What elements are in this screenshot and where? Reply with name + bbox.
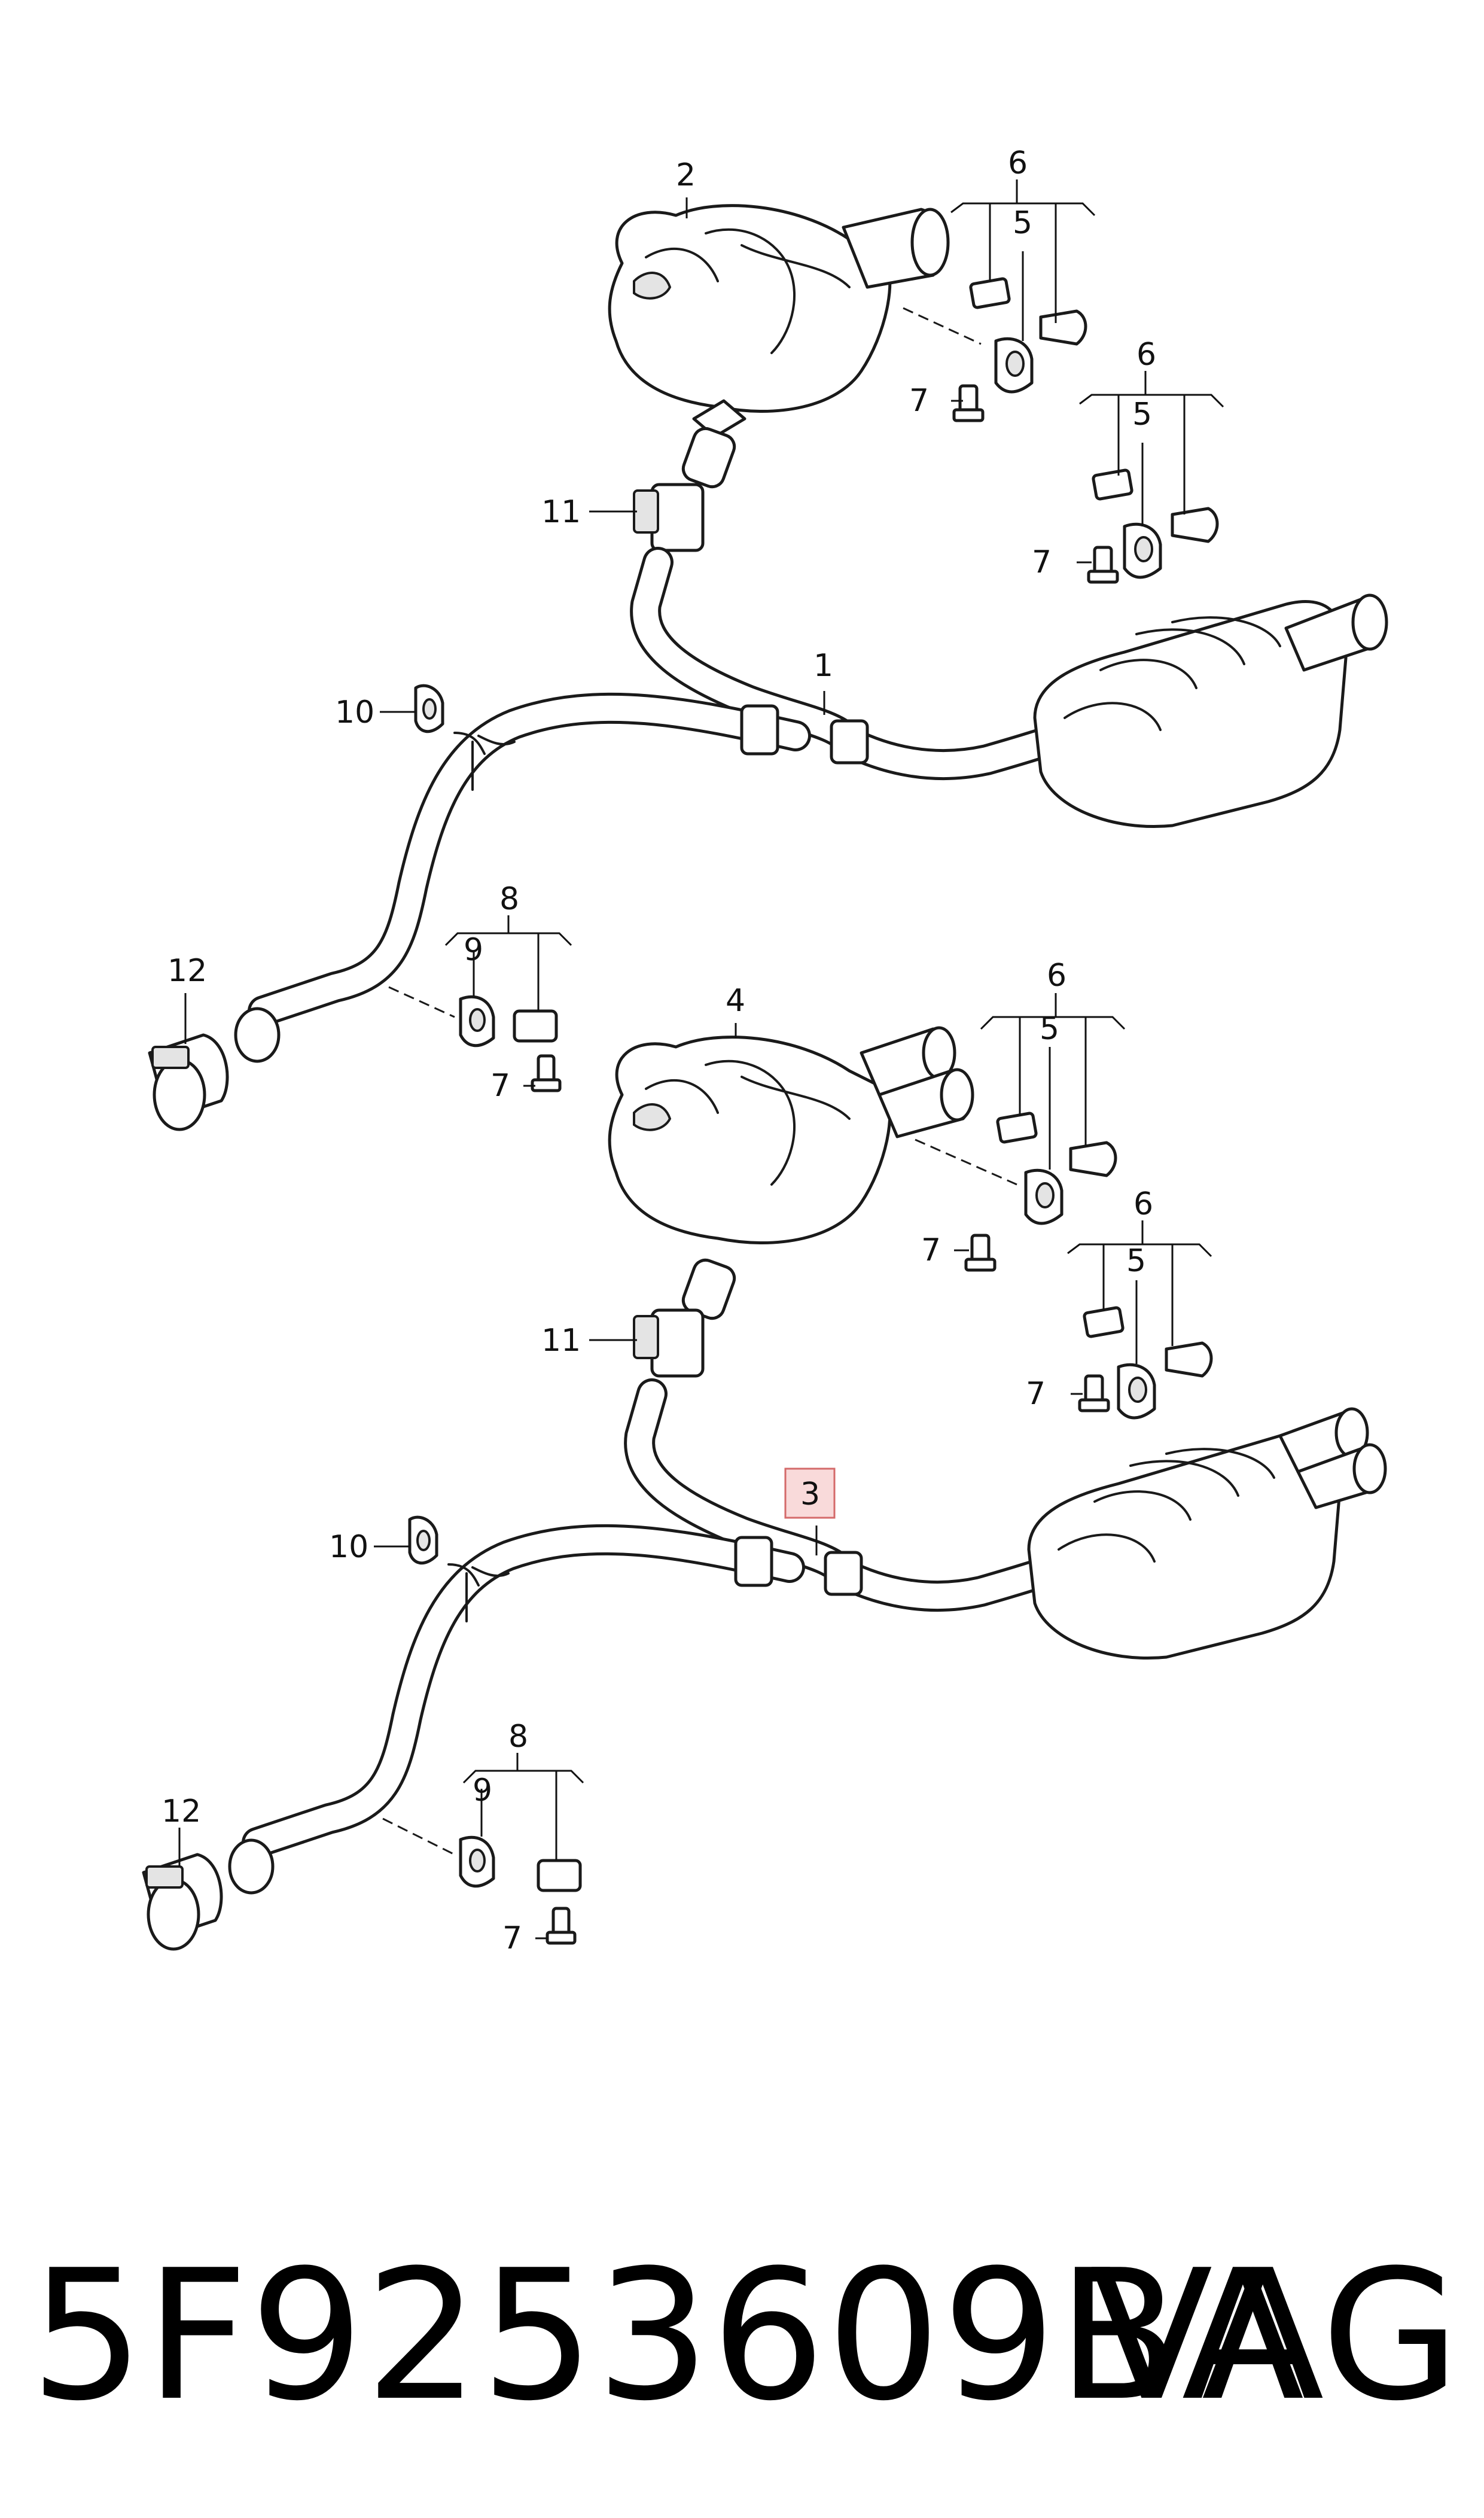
- front-muffler-lower: [608, 1026, 974, 1320]
- footer: 5F9253609BA VAG: [0, 2231, 1484, 2459]
- clamp-lower: [633, 1308, 705, 1378]
- part-number: 5F9253609BA: [30, 2231, 1306, 2440]
- callout-6-lower-a: 6: [1047, 958, 1066, 994]
- callout-5-lower-a: 5: [1040, 1011, 1059, 1047]
- exhaust-pipe-upper: [234, 547, 1080, 1063]
- callout-7-lower-a: 7: [921, 1232, 941, 1268]
- hanger-set-lower-c: [382, 1817, 582, 1945]
- callout-9-lower: 9: [473, 1773, 492, 1808]
- upper-assembly: [148, 204, 1388, 1131]
- callout-7-lower-b: 7: [1026, 1376, 1046, 1412]
- callout-leader-lines: [178, 179, 1224, 1940]
- callout-12-lower: 12: [161, 1794, 201, 1829]
- callout-11-lower: 11: [541, 1323, 581, 1359]
- callout-7-upper-a: 7: [909, 383, 929, 419]
- callout-5-upper-b: 5: [1132, 397, 1152, 433]
- callout-7-lower-c: 7: [502, 1920, 522, 1956]
- lower-assembly: [142, 1026, 1387, 1951]
- callout-numbers: 2 6 5 7 6 5 7 1 11 10 8 9 12 7 4 6 5 7 6…: [161, 145, 1156, 1956]
- callout-10-lower: 10: [329, 1529, 368, 1565]
- callout-5-upper-a: 5: [1013, 205, 1032, 241]
- hanger-set-lower-a: [915, 1112, 1117, 1272]
- callout-12-upper: 12: [167, 953, 207, 989]
- callout-9-upper: 9: [464, 932, 483, 968]
- tail-trim-upper: [148, 1033, 229, 1131]
- callout-11-upper: 11: [541, 494, 581, 530]
- rear-muffler-lower: [1027, 1407, 1387, 1660]
- exhaust-pipe-lower: [228, 1378, 1074, 1895]
- rear-muffler-upper: [1033, 593, 1388, 829]
- tail-trim-lower: [142, 1853, 223, 1951]
- callout-1: 1: [813, 648, 833, 684]
- hanger-set-lower-b: [1078, 1306, 1213, 1420]
- callout-5-lower-b: 5: [1126, 1243, 1146, 1279]
- highlight-box: [784, 1467, 836, 1519]
- callout-7-upper-b: 7: [1032, 544, 1052, 580]
- callout-2: 2: [676, 157, 696, 193]
- callout-6-upper-b: 6: [1136, 337, 1156, 373]
- clamp-upper: [633, 483, 705, 552]
- rubber-mount-upper: [414, 684, 486, 755]
- brand-label: VAG: [1090, 2231, 1460, 2440]
- callout-8-lower: 8: [508, 1719, 528, 1755]
- callout-6-lower-b: 6: [1133, 1186, 1153, 1222]
- hanger-set-upper-c: [388, 986, 562, 1092]
- callout-4: 4: [726, 983, 745, 1019]
- front-muffler-upper: [608, 204, 950, 489]
- callout-6-upper-a: 6: [1008, 145, 1028, 181]
- callout-3-highlighted[interactable]: 3: [784, 1467, 836, 1519]
- callout-7-upper-c: 7: [490, 1068, 510, 1104]
- callout-10-upper: 10: [335, 695, 374, 730]
- callout-3: 3: [800, 1476, 820, 1512]
- rubber-mount-lower: [408, 1515, 480, 1587]
- callout-8-upper: 8: [499, 881, 519, 917]
- hanger-set-upper-a: [903, 277, 1087, 422]
- hanger-set-upper-b: [1087, 468, 1219, 584]
